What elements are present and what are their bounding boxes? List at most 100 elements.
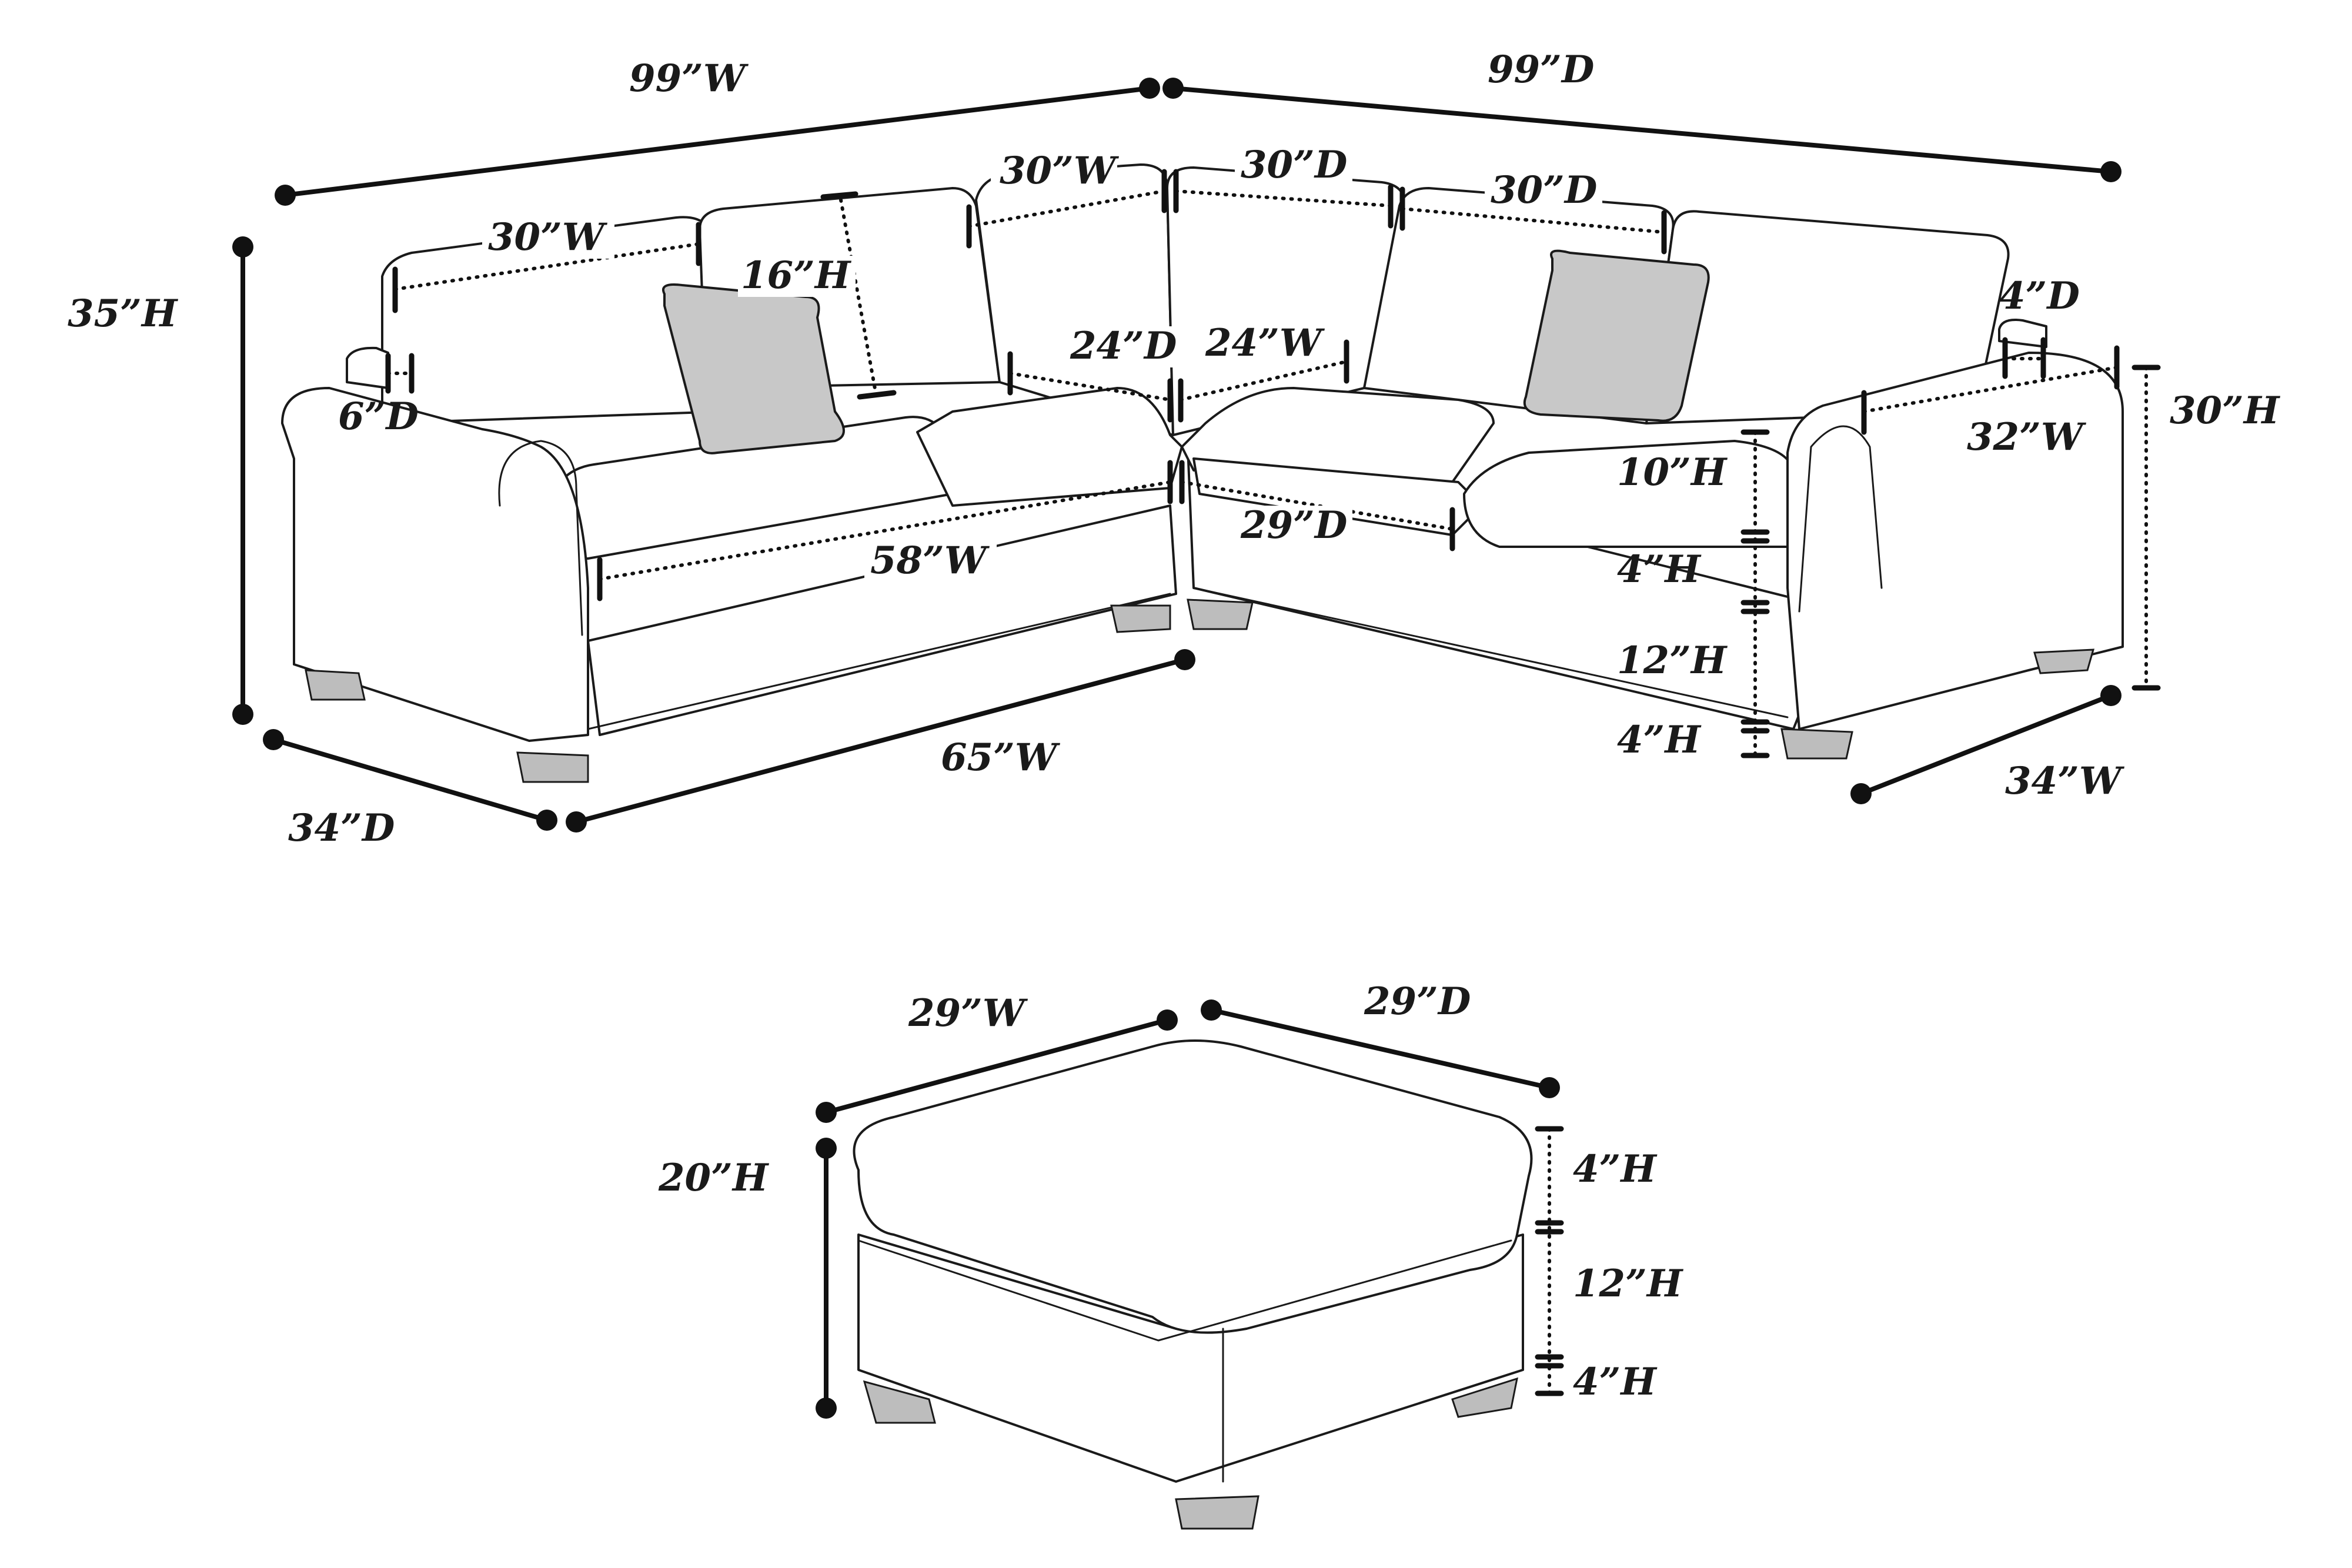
right-seat-cushion-1 [1192,457,1483,536]
sectional-labels: 99”W 99”D 35”H 34”D 65”W 34”W 30”W 6”D 1… [68,48,2281,850]
right-back-arm [1998,319,2047,348]
left-back-width-line [393,242,700,291]
sofa-leg-5 [1780,728,1853,760]
right-arm-width-line [1859,693,2113,796]
ottoman-labels: 29”W 29”D 20”H 4”H 12”H 4”H [658,979,1684,1404]
ottoman-drawing [853,1039,1533,1530]
back-height-line [839,198,878,397]
arm-length-line [1862,366,2119,413]
left-back-width-label-bg [482,218,614,259]
corner-back-width-line [967,189,1166,228]
arm-height-label: 30”H [2170,389,2281,433]
overall-depth-line [1171,86,2113,174]
left-seat-cushion-2 [916,387,1183,507]
seat-depth-line [1180,480,1454,531]
front-width-line [574,657,1187,824]
overall-width-end-dot [1139,78,1160,99]
seat-depth-label: 29”D [1240,503,1348,547]
right-throw-pillow [1523,249,1710,422]
left-back-arm [346,346,389,389]
back-height-label-bg [738,256,856,297]
right-arm-scroll [1798,425,1883,613]
ottoman-leg-2 [1175,1495,1259,1530]
seat-width-label-bg [864,541,997,582]
ottoman-cushion-height-label: 4”H [1573,1147,1658,1191]
right-arm-depth-label: 4”D [1999,274,2080,318]
left-back-width-label: 30”W [488,215,608,259]
corner-seat-depth-label: 24”D [1070,324,1177,368]
arm-length-label-bg [1964,417,2087,459]
sofa-leg-3 [1110,604,1171,633]
right-back-depth-label: 30”D [1491,168,1598,212]
left-depth-end-dot [536,810,557,831]
sofa-leg-6 [2033,648,2095,674]
left-arm-scroll [498,440,583,636]
ottoman-depth-end-dot [1539,1077,1560,1098]
overall-height-label: 35”H [68,292,179,336]
seat-width-label: 58”W [870,539,990,583]
corner-seat-width-label: 24”W [1205,321,1325,365]
ottoman-piping [857,1239,1512,1342]
ottoman-base-height-label: 12”H [1573,1262,1684,1306]
corner-back-width-label-bg [991,152,1117,193]
left-depth-label: 34”D [288,806,395,850]
back-height-label: 16”H [741,253,852,297]
right-back-cushion-2 [1645,210,2010,424]
ottoman-leg-1 [863,1380,936,1424]
overall-depth-start-dot [1162,78,1184,99]
ottoman-depth-label: 29”D [1364,979,1471,1024]
sofa-leg-4 [1187,599,1254,630]
ottoman-leg-height-label: 4”H [1573,1360,1658,1404]
seat-width-line [598,480,1172,581]
right-seat-cushion-2 [1463,440,1800,548]
ottoman-height-label: 20”H [658,1156,770,1200]
leg-height-label: 4”H [1617,718,1702,762]
back-height-tick-b [857,390,897,400]
corner-back-depth-label: 30”D [1241,143,1348,187]
right-base-front [1192,587,1789,718]
corner-seat-cushion [1181,387,1495,483]
left-arm-depth-label: 6”D [338,394,419,439]
corner-back-depth-line [1174,189,1392,208]
ottoman-depth-start-dot [1201,999,1222,1021]
ottoman-leg-3 [1451,1377,1518,1418]
overall-depth-label: 99”D [1488,48,1595,92]
sofa-leg-2 [516,751,589,783]
sectional-dimension-lines [232,78,2161,833]
corner-seat-depth-label-bg [1064,326,1182,367]
overall-width-start-dot [275,185,296,206]
arm-length-label: 32”W [1967,415,2087,459]
ottoman-depth-line [1209,1008,1552,1090]
front-width-label: 65”W [941,735,1061,780]
corner-seat-width-line [1179,360,1348,402]
overall-height-top-dot [232,236,253,258]
ottoman-dimension-lines [816,999,1564,1419]
right-arm-width-start-dot [1850,783,1872,804]
overall-width-line [283,86,1152,198]
seat-cushion-height-label: 4”H [1617,547,1702,591]
ottoman-height-top-dot [816,1138,837,1159]
left-throw-pillow [662,283,845,454]
right-back-depth-label-bg [1485,170,1602,212]
left-base-front [587,593,1171,730]
ottoman-width-end-dot [1157,1009,1178,1031]
right-back-depth-line [1401,207,1666,234]
ottoman-width-line [824,1018,1170,1115]
right-front-arm [1786,352,2124,730]
right-arm-width-end-dot [2100,685,2122,706]
overall-depth-end-dot [2100,161,2122,182]
ottoman-width-label: 29”W [908,991,1028,1035]
back-height-tick-a [820,191,858,200]
ottoman-cushion [853,1039,1533,1334]
ottoman-width-start-dot [816,1102,837,1123]
ottoman-height-bottom-dot [816,1398,837,1419]
cushion-height-label: 10”H [1617,450,1728,494]
left-depth-line [271,737,549,823]
overall-width-label: 99”W [629,56,749,101]
overall-height-bottom-dot [232,704,253,725]
corner-seat-depth-line [1008,372,1172,402]
corner-seat-width-label-bg [1200,323,1326,365]
left-depth-start-dot [263,729,284,750]
front-width-end-dot [1174,649,1195,670]
